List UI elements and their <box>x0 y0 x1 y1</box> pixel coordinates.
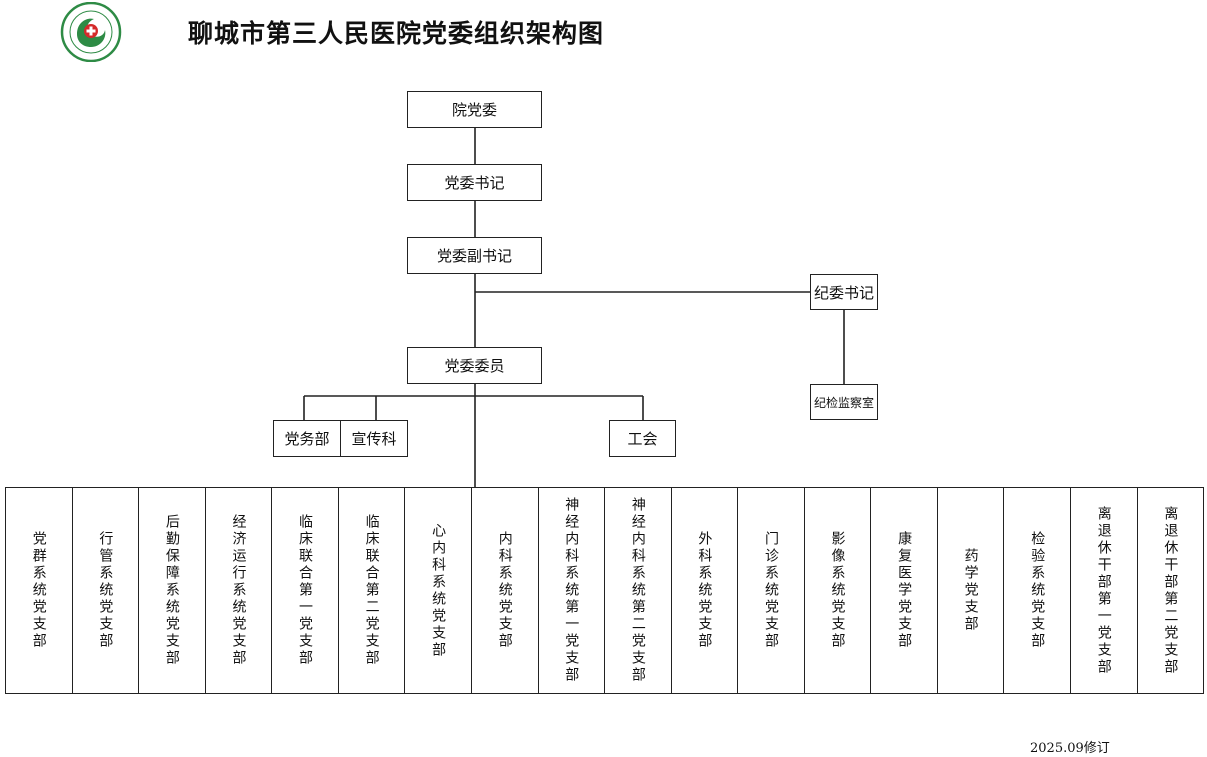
branch-label: 行管系统党支部 <box>97 531 114 650</box>
branch-cell: 内科系统党支部 <box>472 488 539 693</box>
page-title: 聊城市第三人民医院党委组织架构图 <box>188 19 605 48</box>
branch-label: 临床联合第二党支部 <box>363 514 380 667</box>
branch-cell: 后勤保障系统党支部 <box>139 488 206 693</box>
branch-label: 内科系统党支部 <box>496 531 513 650</box>
branch-label: 药学党支部 <box>962 548 979 633</box>
branch-label: 门诊系统党支部 <box>762 531 779 650</box>
branch-cell: 经济运行系统党支部 <box>206 488 273 693</box>
union-box: 工会 <box>609 420 676 457</box>
branch-cell: 心内科系统党支部 <box>405 488 472 693</box>
party-committee-box: 院党委 <box>407 91 542 128</box>
publicity-dept-box: 宣传科 <box>340 420 408 457</box>
branch-label: 外科系统党支部 <box>696 531 713 650</box>
branch-cell: 神经内科系统第一党支部 <box>539 488 606 693</box>
branch-label: 离退休干部第二党支部 <box>1162 505 1179 676</box>
branch-label: 心内科系统党支部 <box>430 522 447 659</box>
branch-label: 经济运行系统党支部 <box>230 514 247 667</box>
hospital-logo <box>60 2 122 62</box>
branch-cell: 门诊系统党支部 <box>738 488 805 693</box>
branch-cell: 临床联合第一党支部 <box>272 488 339 693</box>
branch-label: 神经内科系统第二党支部 <box>629 497 646 684</box>
branch-cell: 党群系统党支部 <box>6 488 73 693</box>
party-branches-row: 党群系统党支部 行管系统党支部 后勤保障系统党支部 经济运行系统党支部 临床联合… <box>5 487 1204 694</box>
branch-cell: 影像系统党支部 <box>805 488 872 693</box>
branch-label: 康复医学党支部 <box>896 531 913 650</box>
branch-cell: 离退休干部第二党支部 <box>1138 488 1204 693</box>
branch-label: 影像系统党支部 <box>829 531 846 650</box>
branch-cell: 离退休干部第一党支部 <box>1071 488 1138 693</box>
revision-note: 2025.09修订 <box>1030 741 1110 756</box>
branch-cell: 检验系统党支部 <box>1004 488 1071 693</box>
branch-cell: 神经内科系统第二党支部 <box>605 488 672 693</box>
branch-label: 检验系统党支部 <box>1029 531 1046 650</box>
branch-cell: 行管系统党支部 <box>73 488 140 693</box>
party-affairs-dept-box: 党务部 <box>273 420 341 457</box>
branch-label: 神经内科系统第一党支部 <box>563 497 580 684</box>
branch-cell: 康复医学党支部 <box>871 488 938 693</box>
branch-label: 离退休干部第一党支部 <box>1095 505 1112 676</box>
branch-label: 后勤保障系统党支部 <box>163 514 180 667</box>
branch-cell: 药学党支部 <box>938 488 1005 693</box>
party-members-box: 党委委员 <box>407 347 542 384</box>
branch-cell: 临床联合第二党支部 <box>339 488 406 693</box>
deputy-secretary-box: 党委副书记 <box>407 237 542 274</box>
branch-label: 党群系统党支部 <box>30 531 47 650</box>
discipline-office-box: 纪检监察室 <box>810 384 878 420</box>
discipline-secretary-box: 纪委书记 <box>810 274 878 310</box>
party-secretary-box: 党委书记 <box>407 164 542 201</box>
branch-cell: 外科系统党支部 <box>672 488 739 693</box>
branch-label: 临床联合第一党支部 <box>297 514 314 667</box>
